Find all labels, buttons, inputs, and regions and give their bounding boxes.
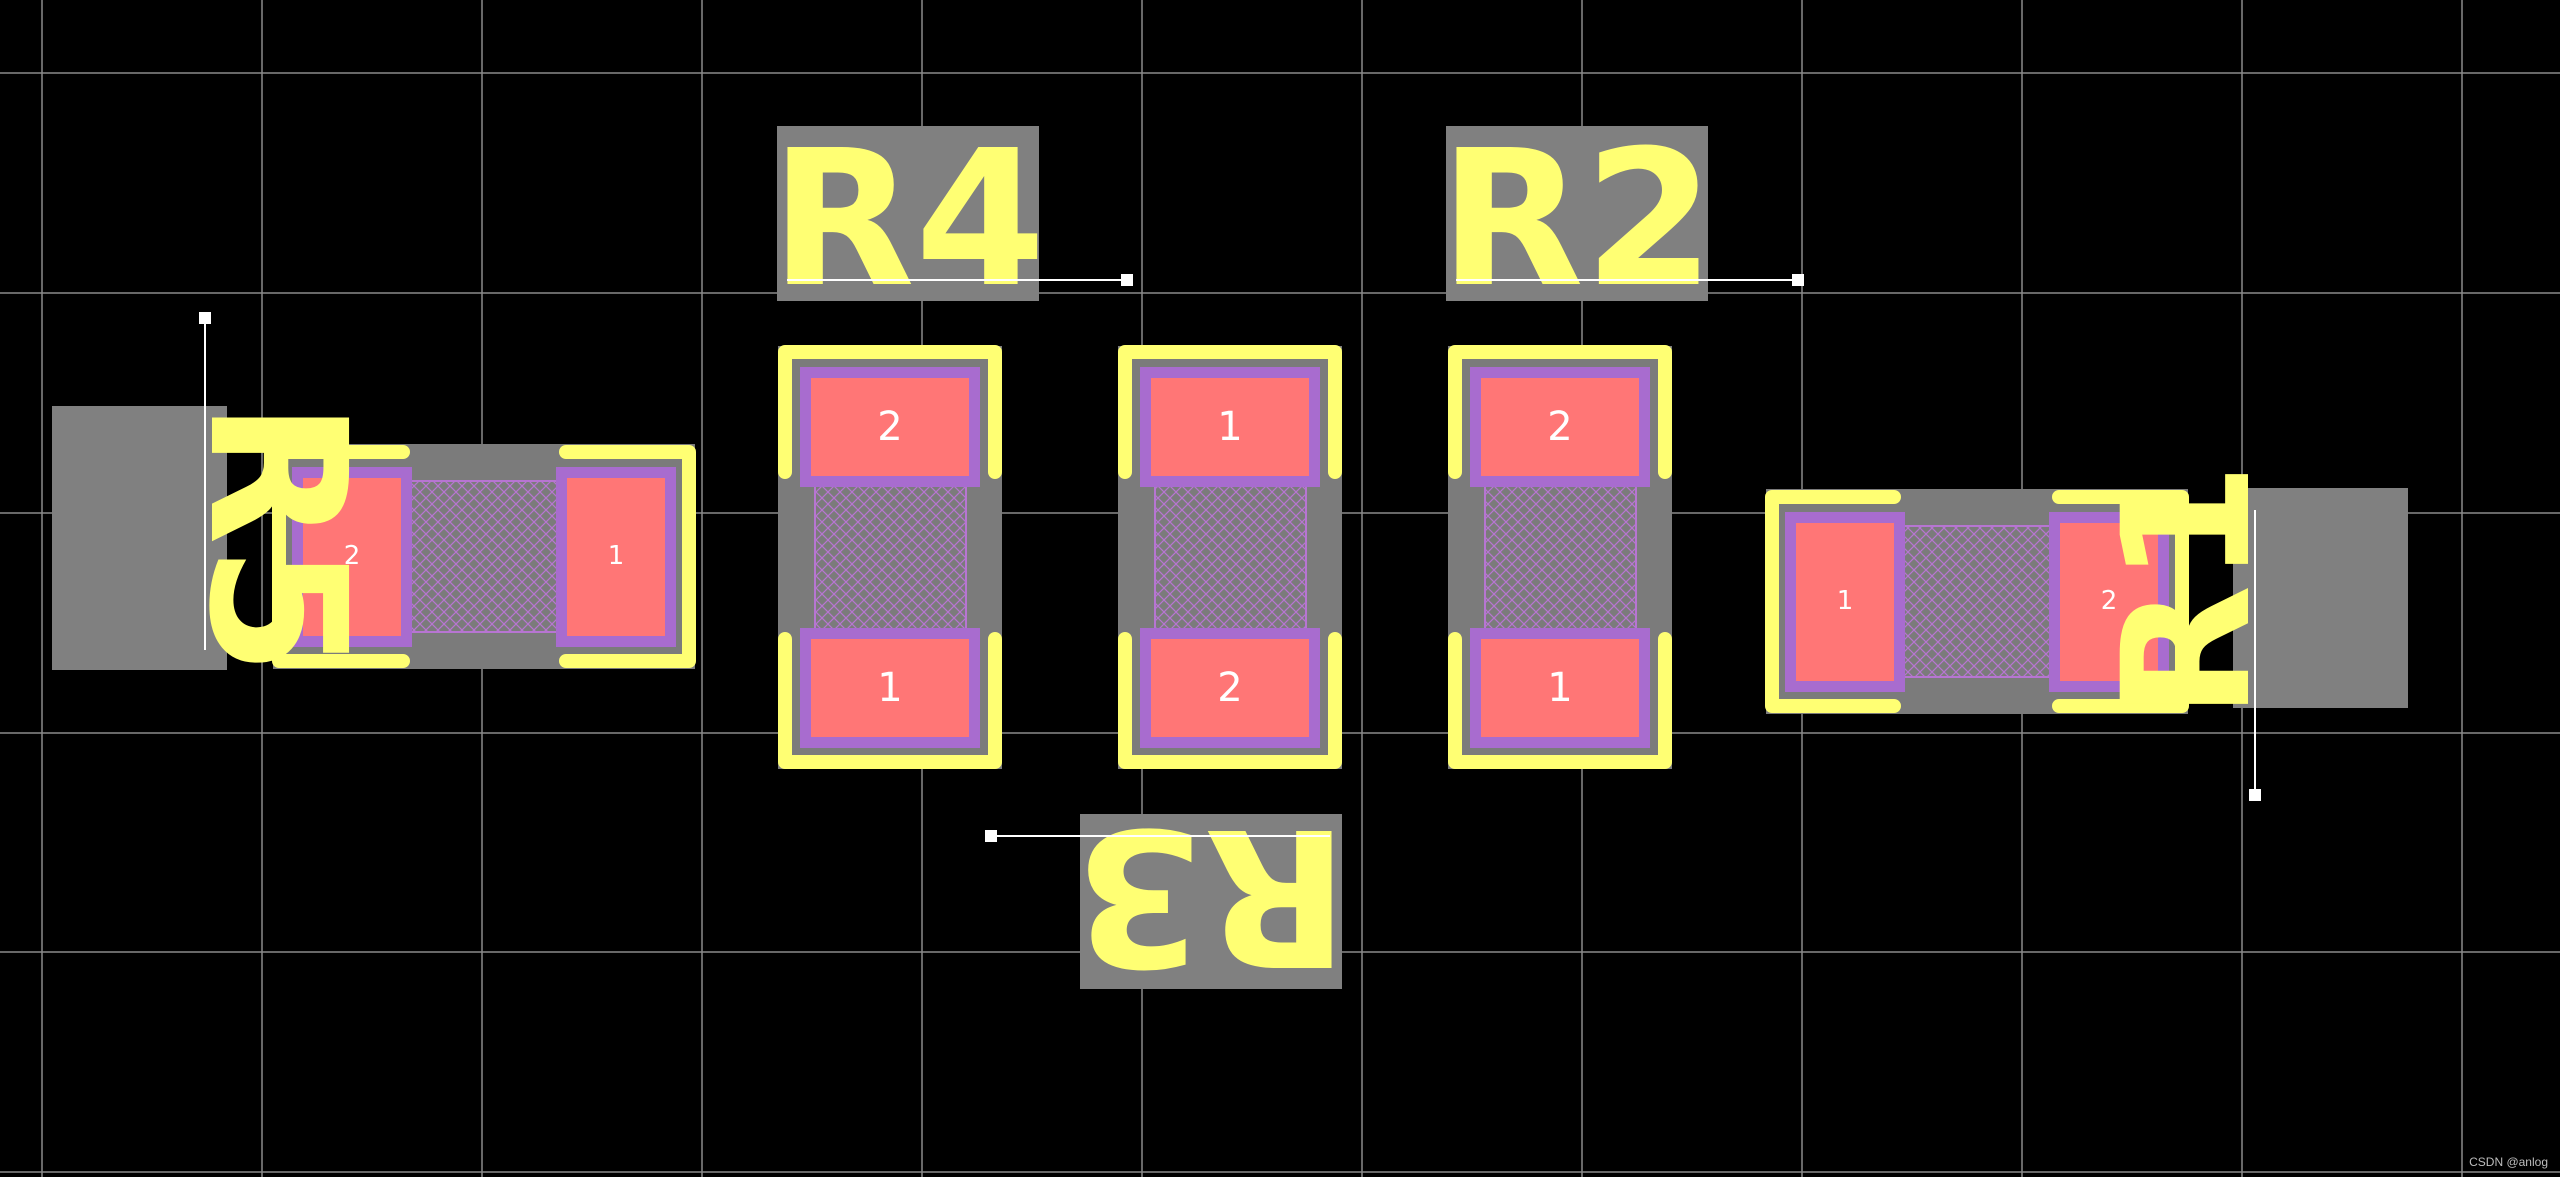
designator-r5[interactable]: R5 [52, 312, 386, 676]
silkscreen-outline [559, 445, 696, 668]
designator-box [2233, 488, 2408, 708]
drag-handle[interactable] [985, 830, 997, 842]
designator-r1[interactable]: R1 [2085, 462, 2408, 801]
pad-label: 2 [1217, 665, 1242, 711]
pad-label: 1 [608, 541, 625, 571]
pad-label: 2 [2101, 586, 2118, 616]
designator-text: R1 [2085, 462, 2290, 720]
pad-2[interactable] [1481, 378, 1639, 476]
pad-label: 2 [877, 404, 902, 450]
pad-label: 1 [1837, 586, 1854, 616]
designator-box [777, 126, 1039, 301]
resistor-element [1485, 478, 1636, 633]
drag-handle[interactable] [199, 312, 211, 324]
designator-r2[interactable]: R2 [1439, 110, 1804, 329]
pad-1[interactable] [811, 639, 969, 737]
component-r4[interactable]: 2 1 [778, 345, 1002, 769]
resistor-element [815, 478, 966, 633]
designator-text: R3 [1073, 786, 1349, 1005]
designator-text: R5 [167, 400, 386, 676]
pad-label: 1 [877, 665, 902, 711]
pad-label: 1 [1217, 404, 1242, 450]
pad-2[interactable] [1151, 639, 1309, 737]
designator-text: R4 [770, 110, 1046, 329]
silkscreen-outline [778, 632, 1002, 769]
pad-1[interactable] [1796, 523, 1894, 681]
drag-handle[interactable] [1792, 274, 1804, 286]
component-r2[interactable]: 2 1 [1448, 345, 1672, 769]
designator-r3[interactable]: R3 [985, 786, 1349, 1005]
pad-label: 2 [1547, 404, 1572, 450]
pad-2[interactable] [811, 378, 969, 476]
silkscreen-outline [1118, 632, 1342, 769]
designator-box [1080, 814, 1342, 989]
pad-label: 1 [1547, 665, 1572, 711]
component-r3[interactable]: 1 2 [1118, 345, 1342, 769]
drag-handle[interactable] [1121, 274, 1133, 286]
pad-2[interactable] [2060, 523, 2158, 681]
designator-r4[interactable]: R4 [770, 110, 1133, 329]
silkscreen-outline [272, 445, 410, 668]
designator-box [1446, 126, 1708, 301]
component-r1[interactable]: 1 2 [1765, 489, 2189, 714]
designator-text: R2 [1439, 110, 1715, 329]
silkscreen-outline [2052, 490, 2189, 713]
pad-1[interactable] [1481, 639, 1639, 737]
pad-2[interactable] [303, 478, 401, 636]
resistor-element [1155, 478, 1306, 633]
silkscreen-outline [1118, 345, 1342, 479]
designator-box [52, 406, 227, 670]
drag-handle[interactable] [2249, 789, 2261, 801]
component-r5[interactable]: 2 1 [272, 444, 696, 669]
pad-1[interactable] [1151, 378, 1309, 476]
pad-label: 2 [344, 541, 361, 571]
silkscreen-outline [778, 345, 1002, 479]
silkscreen-outline [1765, 490, 1901, 713]
pad-1[interactable] [567, 478, 665, 636]
resistor-element [1898, 526, 2053, 677]
resistor-element [405, 481, 560, 632]
watermark: CSDN @anlog [2469, 1155, 2548, 1169]
silkscreen-outline [1448, 345, 1672, 479]
silkscreen-outline [1448, 632, 1672, 769]
